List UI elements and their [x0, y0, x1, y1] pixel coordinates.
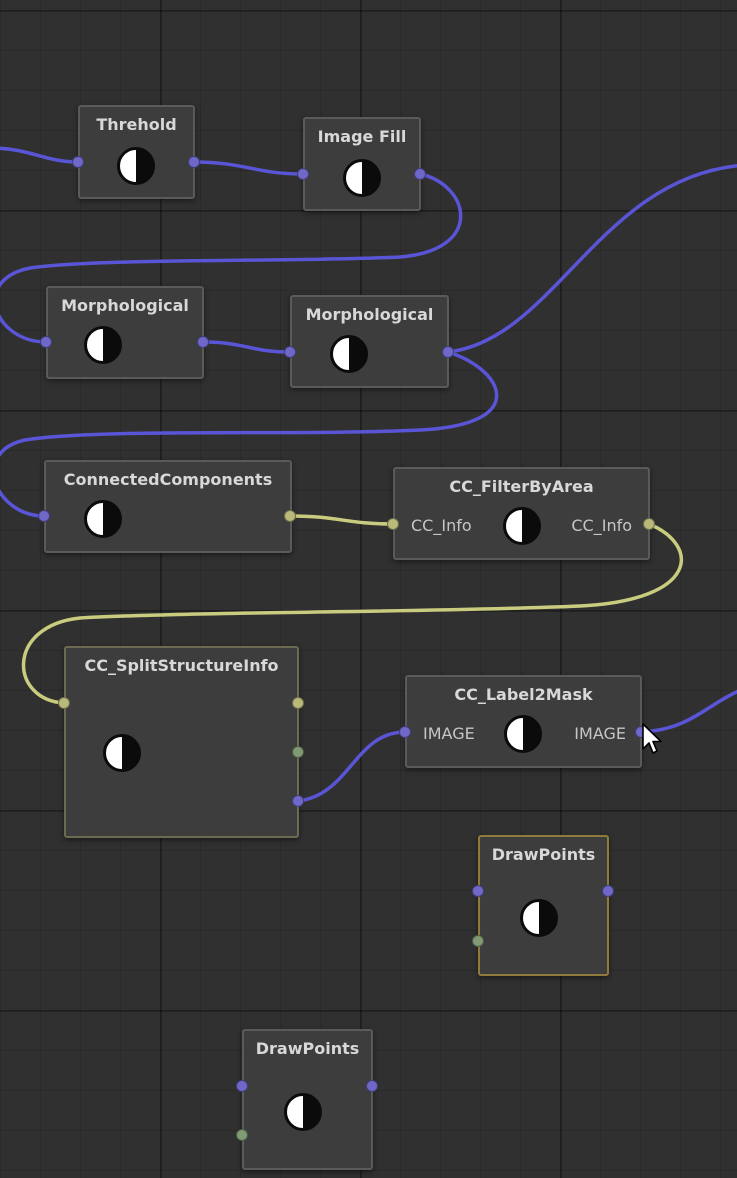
- port-drawpoints1-out[interactable]: [602, 885, 614, 897]
- wire-input-to-threshold: [0, 146, 80, 164]
- node-title: Morphological: [305, 305, 434, 324]
- node-title: Threhold: [96, 115, 177, 134]
- port-drawpoints1-in-image[interactable]: [472, 885, 484, 897]
- wire-morph2-to-offscreen: [446, 164, 737, 354]
- node-title: DrawPoints: [255, 1039, 360, 1058]
- port-split-out-3[interactable]: [292, 795, 304, 807]
- port-filter-out[interactable]: [643, 518, 655, 530]
- port-drawpoints2-out[interactable]: [366, 1080, 378, 1092]
- half-circle-contrast-icon: [504, 715, 542, 753]
- half-circle-contrast-icon: [284, 1093, 322, 1131]
- node-title: CC_Label2Mask: [454, 685, 593, 704]
- input-label-image: IMAGE: [423, 724, 475, 743]
- node-title: ConnectedComponents: [63, 470, 273, 489]
- port-threshold-out[interactable]: [188, 156, 200, 168]
- port-morph1-out[interactable]: [197, 336, 209, 348]
- node-morphological-1[interactable]: Morphological: [46, 286, 204, 379]
- port-threshold-in[interactable]: [72, 156, 84, 168]
- output-label-cc-info: CC_Info: [571, 516, 632, 535]
- node-title: DrawPoints: [491, 845, 596, 864]
- node-cc-split-structure-info[interactable]: CC_SplitStructureInfo: [64, 646, 299, 838]
- half-circle-contrast-icon: [117, 147, 155, 185]
- wire-split-to-label2mask: [296, 730, 407, 803]
- port-morph2-in[interactable]: [284, 346, 296, 358]
- half-circle-contrast-icon: [84, 326, 122, 364]
- half-circle-contrast-icon: [343, 159, 381, 197]
- half-circle-contrast-icon: [330, 335, 368, 373]
- port-morph1-in[interactable]: [40, 336, 52, 348]
- port-label2mask-in[interactable]: [399, 726, 411, 738]
- half-circle-contrast-icon: [84, 500, 122, 538]
- node-title: Morphological: [61, 296, 189, 315]
- half-circle-contrast-icon: [103, 734, 141, 772]
- port-split-out-2[interactable]: [292, 746, 304, 758]
- wire-morph1-to-morph2: [201, 340, 292, 354]
- node-title: CC_FilterByArea: [449, 477, 594, 496]
- mouse-pointer-icon: [642, 723, 662, 754]
- node-title: Image Fill: [317, 127, 407, 146]
- port-split-in[interactable]: [58, 697, 70, 709]
- port-image-fill-in[interactable]: [297, 168, 309, 180]
- port-drawpoints2-in-points[interactable]: [236, 1129, 248, 1141]
- input-label-cc-info: CC_Info: [411, 516, 472, 535]
- wire-connected-to-filter: [288, 514, 395, 526]
- node-image-fill[interactable]: Image Fill: [303, 117, 421, 211]
- node-cc-label2mask[interactable]: CC_Label2Mask IMAGE IMAGE: [405, 675, 642, 768]
- port-drawpoints2-in-image[interactable]: [236, 1080, 248, 1092]
- node-drawpoints-2[interactable]: DrawPoints: [242, 1029, 373, 1170]
- port-image-fill-out[interactable]: [414, 168, 426, 180]
- port-connected-out[interactable]: [284, 510, 296, 522]
- node-threshold[interactable]: Threhold: [78, 105, 195, 199]
- port-split-out-1[interactable]: [292, 697, 304, 709]
- port-connected-in[interactable]: [38, 510, 50, 522]
- port-morph2-out[interactable]: [442, 346, 454, 358]
- node-morphological-2[interactable]: Morphological: [290, 295, 449, 388]
- wire-threshold-to-image-fill: [192, 160, 305, 176]
- node-cc-filter-by-area[interactable]: CC_FilterByArea CC_Info CC_Info: [393, 467, 650, 560]
- node-connected-components[interactable]: ConnectedComponents: [44, 460, 292, 553]
- port-drawpoints1-in-points[interactable]: [472, 935, 484, 947]
- output-label-image: IMAGE: [574, 724, 626, 743]
- half-circle-contrast-icon: [503, 507, 541, 545]
- half-circle-contrast-icon: [520, 899, 558, 937]
- node-title: CC_SplitStructureInfo: [84, 656, 279, 675]
- node-drawpoints-1[interactable]: DrawPoints: [478, 835, 609, 976]
- port-filter-in[interactable]: [387, 518, 399, 530]
